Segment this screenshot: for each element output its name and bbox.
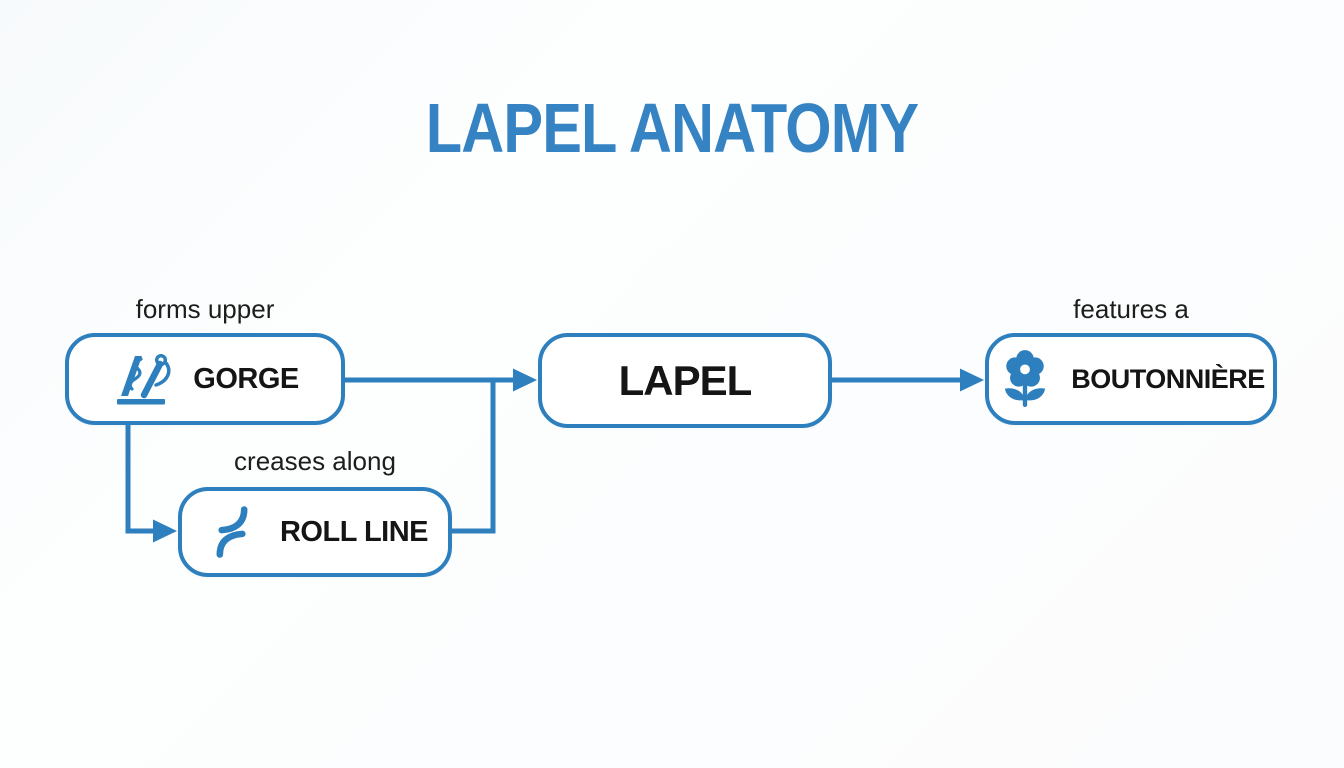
node-label-boutonniere: BOUTONNIÈRE bbox=[1071, 363, 1265, 394]
sewing-needle-icon bbox=[117, 354, 171, 405]
edge-gorge-rollline bbox=[125, 425, 158, 534]
node-label-gorge: GORGE bbox=[193, 362, 299, 395]
annotation-creases-along: creases along bbox=[234, 446, 396, 476]
curved-roll-icon bbox=[216, 506, 248, 558]
arrowhead-into-rollline bbox=[153, 519, 177, 543]
flower-icon bbox=[1005, 350, 1046, 407]
node-label-roll-line: ROLL LINE bbox=[279, 515, 429, 548]
arrowhead-into-boutonniere bbox=[960, 368, 984, 392]
annotation-features-a: features a bbox=[1073, 294, 1189, 324]
node-roll-line[interactable]: ROLL LINE bbox=[178, 487, 452, 577]
annotation-forms-upper: forms upper bbox=[135, 294, 275, 324]
arrowhead-into-lapel bbox=[513, 368, 537, 392]
node-gorge[interactable]: GORGE bbox=[65, 333, 345, 425]
diagram-title: LAPEL ANATOMY bbox=[425, 89, 919, 167]
edge-rollline-junction bbox=[452, 380, 496, 534]
node-lapel[interactable]: LAPEL bbox=[538, 333, 832, 428]
node-boutonniere[interactable]: BOUTONNIÈRE bbox=[985, 333, 1277, 425]
node-label-lapel: LAPEL bbox=[618, 356, 753, 404]
